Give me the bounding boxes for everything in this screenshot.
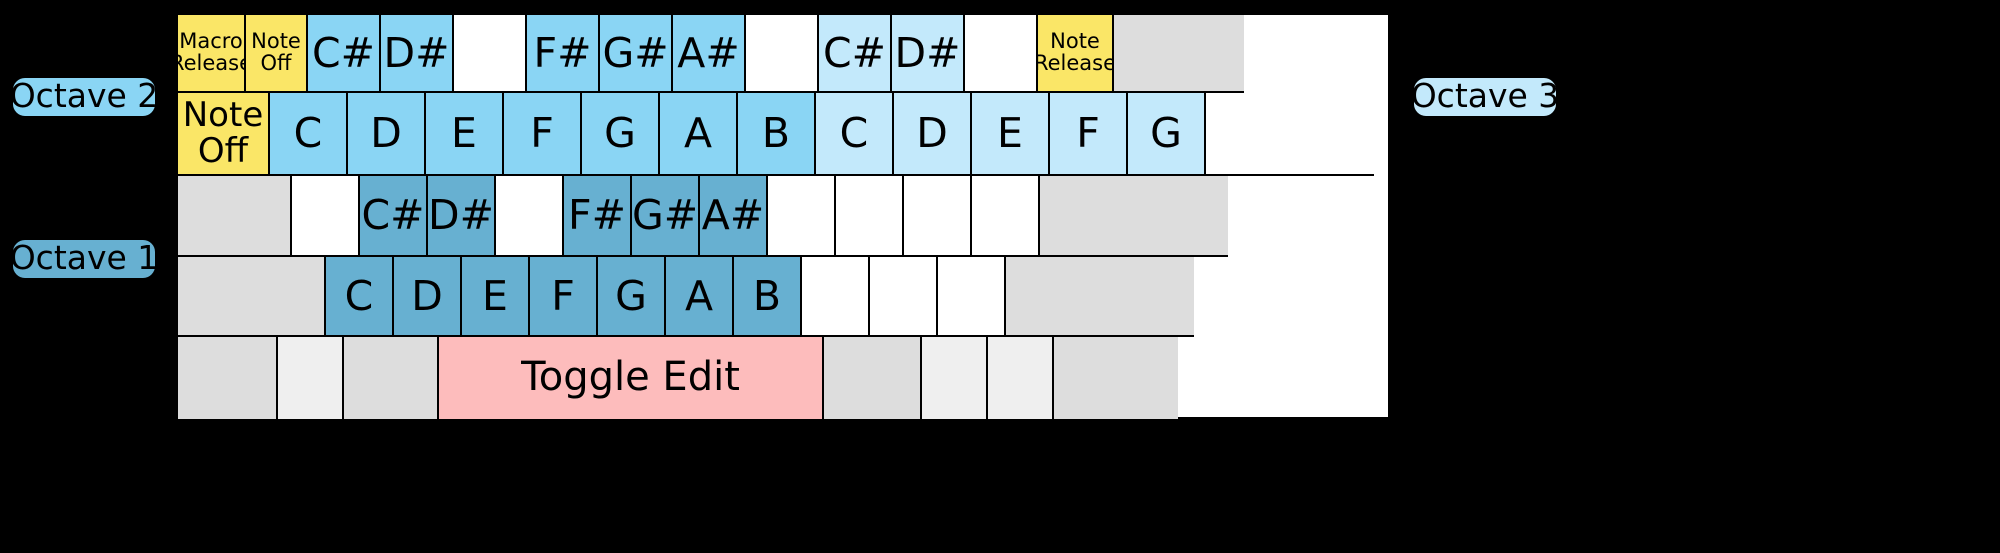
key-blank-spacebar-row-7[interactable] [1054,337,1178,419]
key-f-sharp[interactable]: F# [527,15,600,93]
key-macro-release[interactable]: Macro Release [178,15,246,93]
key-blank-number-row-11[interactable] [965,15,1038,93]
key-c[interactable]: C [326,257,394,337]
key-d-sharp[interactable]: D# [428,176,496,257]
octave-1-label: Octave 1 [10,238,158,280]
key-blank-number-row-4[interactable] [454,15,527,93]
key-note-off[interactable]: Note Off [246,15,308,93]
key-blank-asdf-row-12[interactable] [1040,176,1228,257]
key-blank-asdf-row-8[interactable] [768,176,836,257]
key-d[interactable]: D [894,93,972,176]
key-blank-asdf-row-10[interactable] [904,176,972,257]
key-d-sharp[interactable]: D# [892,15,965,93]
key-a-sharp[interactable]: A# [700,176,768,257]
key-e[interactable]: E [972,93,1050,176]
octave-3-label: Octave 3 [1411,76,1559,118]
key-blank-zxcv-row-11[interactable] [1006,257,1194,337]
key-blank-asdf-row-11[interactable] [972,176,1040,257]
key-blank-spacebar-row-1[interactable] [278,337,344,419]
key-f[interactable]: F [1050,93,1128,176]
key-blank-zxcv-row-9[interactable] [870,257,938,337]
key-c[interactable]: C [816,93,894,176]
key-note-off[interactable]: Note Off [178,93,270,176]
key-a[interactable]: A [666,257,734,337]
key-toggle-edit[interactable]: Toggle Edit [439,337,824,419]
key-c-sharp[interactable]: C# [819,15,892,93]
key-g-sharp[interactable]: G# [600,15,673,93]
key-blank-zxcv-row-8[interactable] [802,257,870,337]
key-blank-spacebar-row-0[interactable] [178,337,278,419]
key-d[interactable]: D [348,93,426,176]
key-blank-spacebar-row-4[interactable] [824,337,922,419]
key-blank-spacebar-row-2[interactable] [344,337,439,419]
key-c-sharp[interactable]: C# [360,176,428,257]
key-blank-asdf-row-4[interactable] [496,176,564,257]
key-blank-spacebar-row-6[interactable] [988,337,1054,419]
key-g[interactable]: G [582,93,660,176]
key-blank-number-row-8[interactable] [746,15,819,93]
key-g[interactable]: G [598,257,666,337]
key-e[interactable]: E [462,257,530,337]
key-c[interactable]: C [270,93,348,176]
key-blank-asdf-row-9[interactable] [836,176,904,257]
key-blank-zxcv-row-10[interactable] [938,257,1006,337]
key-g[interactable]: G [1128,93,1206,176]
key-blank-zxcv-row-0[interactable] [178,257,326,337]
key-f[interactable]: F [530,257,598,337]
key-f-sharp[interactable]: F# [564,176,632,257]
key-b[interactable]: B [734,257,802,337]
key-a-sharp[interactable]: A# [673,15,746,93]
keyboard-row-asdf-row: C#D# F#G#A# [178,176,1388,257]
key-blank-asdf-row-0[interactable] [178,176,292,257]
key-g-sharp[interactable]: G# [632,176,700,257]
octave-2-label: Octave 2 [10,76,158,118]
key-blank-qwerty-row-13[interactable] [1206,93,1374,176]
key-blank-asdf-row-1[interactable] [292,176,360,257]
key-e[interactable]: E [426,93,504,176]
key-f[interactable]: F [504,93,582,176]
key-note-release[interactable]: Note Release [1038,15,1114,93]
key-blank-spacebar-row-5[interactable] [922,337,988,419]
keyboard-row-spacebar-row: Toggle Edit [178,337,1388,419]
key-c-sharp[interactable]: C# [308,15,381,93]
key-d[interactable]: D [394,257,462,337]
key-a[interactable]: A [660,93,738,176]
key-blank-number-row-13[interactable] [1114,15,1244,93]
key-b[interactable]: B [738,93,816,176]
key-d-sharp[interactable]: D# [381,15,454,93]
